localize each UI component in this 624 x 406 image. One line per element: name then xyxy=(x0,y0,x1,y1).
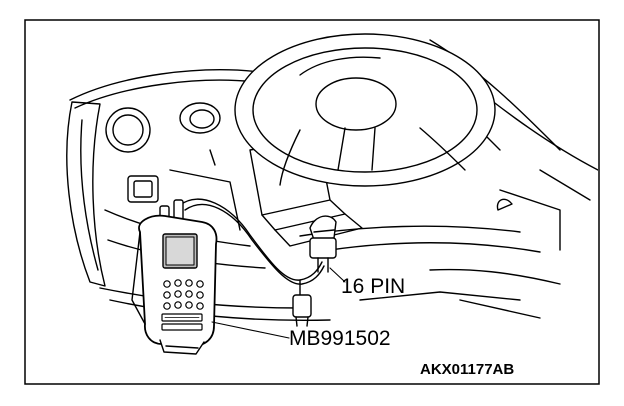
figure-code-label: AKX01177AB xyxy=(420,361,515,378)
scan-tool xyxy=(131,199,218,355)
scan-tool-keypad xyxy=(161,279,204,331)
leader-16pin xyxy=(329,267,346,283)
steering-wheel xyxy=(234,33,496,187)
leader-mb991502 xyxy=(211,321,290,339)
tool-part-number-label: MB991502 xyxy=(289,327,391,350)
dashboard xyxy=(66,39,598,322)
connector-label: 16 PIN xyxy=(341,275,406,298)
tool-cable xyxy=(179,198,325,327)
diagnostic-connector xyxy=(309,215,337,273)
